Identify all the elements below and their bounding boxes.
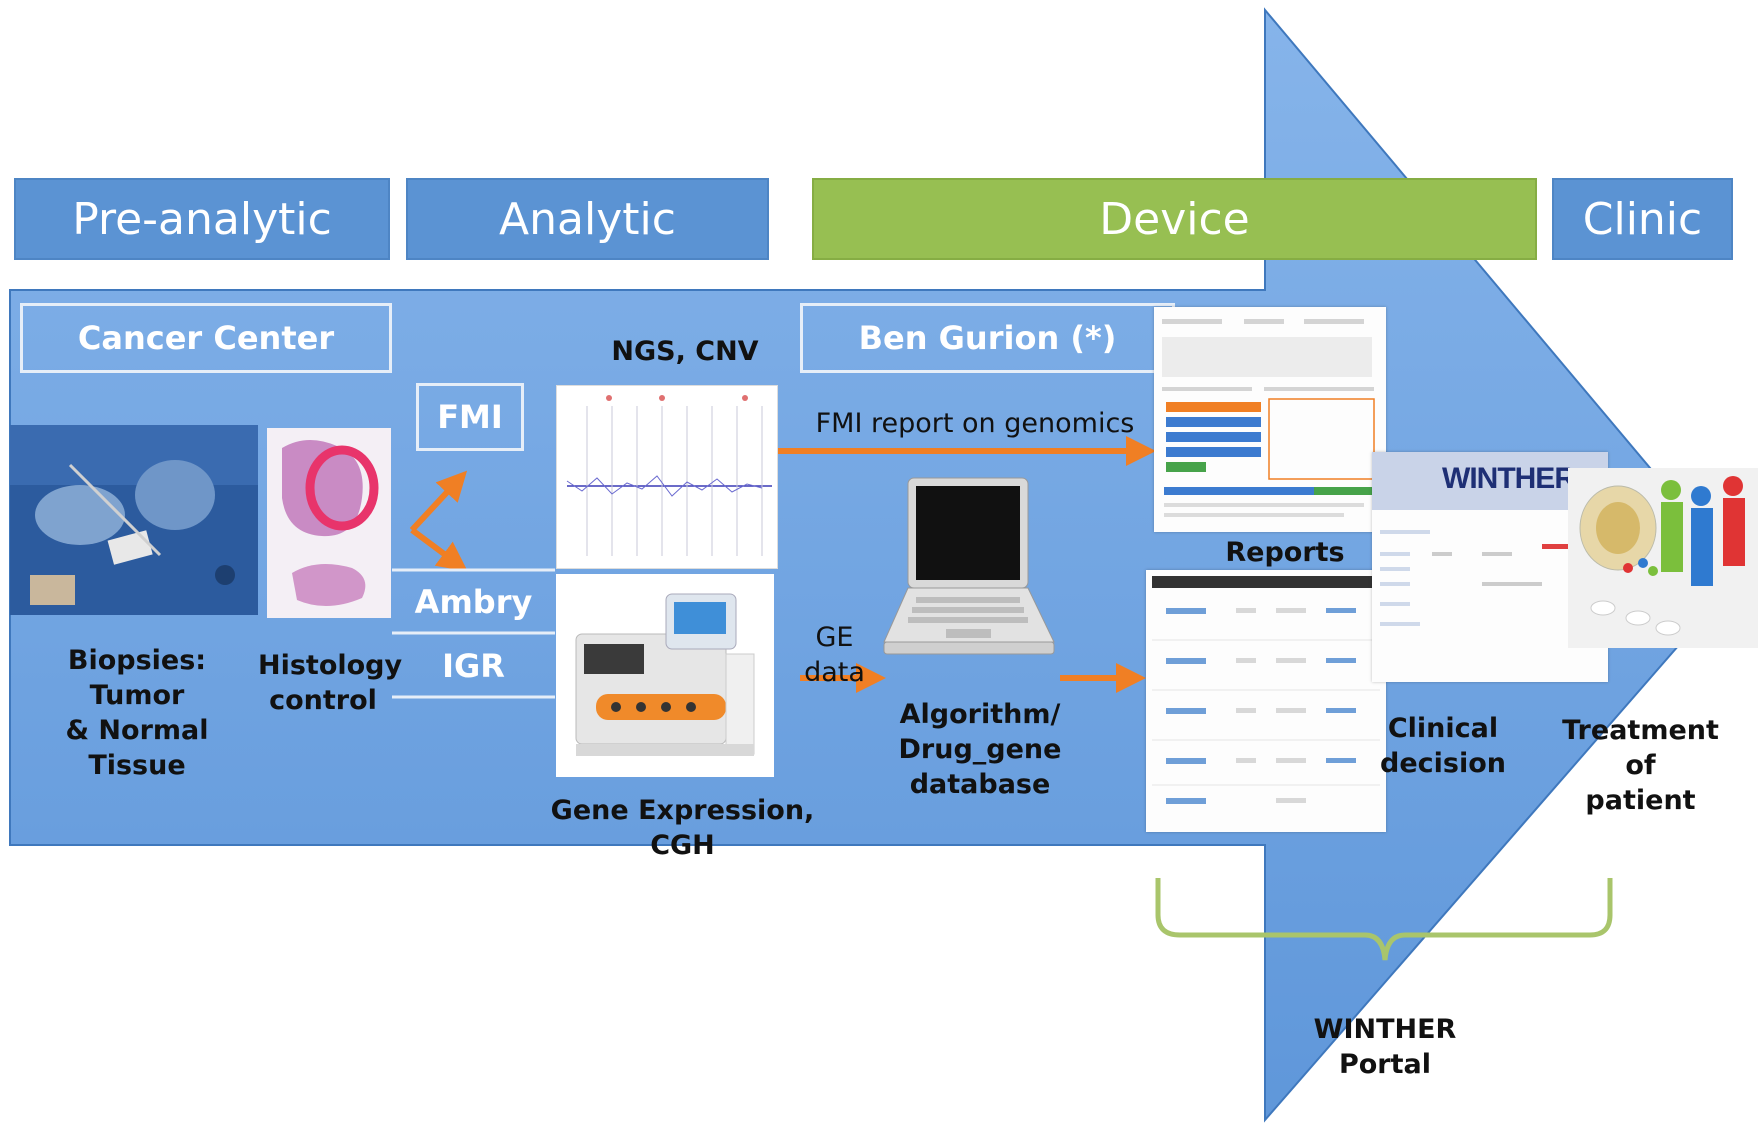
ngs-cnv-plot	[556, 385, 778, 569]
biopsy-photo	[10, 425, 258, 615]
cancer-center-label: Cancer Center	[77, 319, 335, 357]
arrow-to-ambry	[410, 527, 468, 572]
phase-device-label: Device	[1099, 193, 1250, 245]
ben-gurion-box: Ben Gurion (*)	[800, 303, 1175, 373]
ge-data-label: GE data	[804, 622, 865, 689]
histology-slide-image	[267, 428, 391, 618]
ambry-box: Ambry	[392, 572, 555, 632]
flow-arrows	[409, 436, 1156, 693]
phase-clinic: Clinic	[1552, 178, 1733, 260]
winther-portal-label: WINTHER Portal	[1313, 1014, 1457, 1081]
fmi-report-label: FMI report on genomics	[815, 408, 1135, 439]
igr-label: IGR	[442, 647, 505, 685]
phase-clinic-label: Clinic	[1582, 193, 1703, 245]
ngs-cnv-label: NGS, CNV	[611, 336, 759, 367]
reports-document	[1146, 570, 1386, 832]
lab-box-lines	[392, 568, 555, 699]
winther-logo-text: WINTHER	[1442, 462, 1576, 495]
phase-pre-analytic: Pre-analytic	[14, 178, 390, 260]
phase-pre-analytic-label: Pre-analytic	[72, 193, 332, 245]
phase-analytic-label: Analytic	[499, 193, 676, 245]
fmi-label: FMI	[437, 398, 503, 436]
portal-brace	[1155, 878, 1613, 961]
gene-expression-label: Gene Expression, CGH	[550, 795, 815, 862]
fmi-box: FMI	[416, 383, 524, 451]
reports-label: Reports	[1225, 537, 1345, 568]
ben-gurion-label: Ben Gurion (*)	[858, 319, 1117, 357]
treatment-image	[1568, 468, 1758, 648]
arrow-to-fmi	[409, 470, 468, 533]
ambry-label: Ambry	[414, 583, 533, 621]
histology-label: Histology control	[258, 650, 403, 717]
algorithm-label: Algorithm/ Drug_gene database	[898, 699, 1062, 801]
treatment-label: Treatment of patient	[1562, 715, 1719, 817]
fmi-report-document	[1154, 307, 1386, 532]
cancer-center-box: Cancer Center	[20, 303, 392, 373]
laptop-image	[876, 472, 1061, 670]
gene-expression-instrument	[556, 574, 774, 777]
igr-box: IGR	[392, 636, 555, 696]
clinical-decision-label: Clinical decision	[1380, 713, 1506, 780]
phase-analytic: Analytic	[406, 178, 769, 260]
phase-device: Device	[812, 178, 1537, 260]
biopsies-label: Biopsies: Tumor & Normal Tissue	[65, 645, 209, 782]
